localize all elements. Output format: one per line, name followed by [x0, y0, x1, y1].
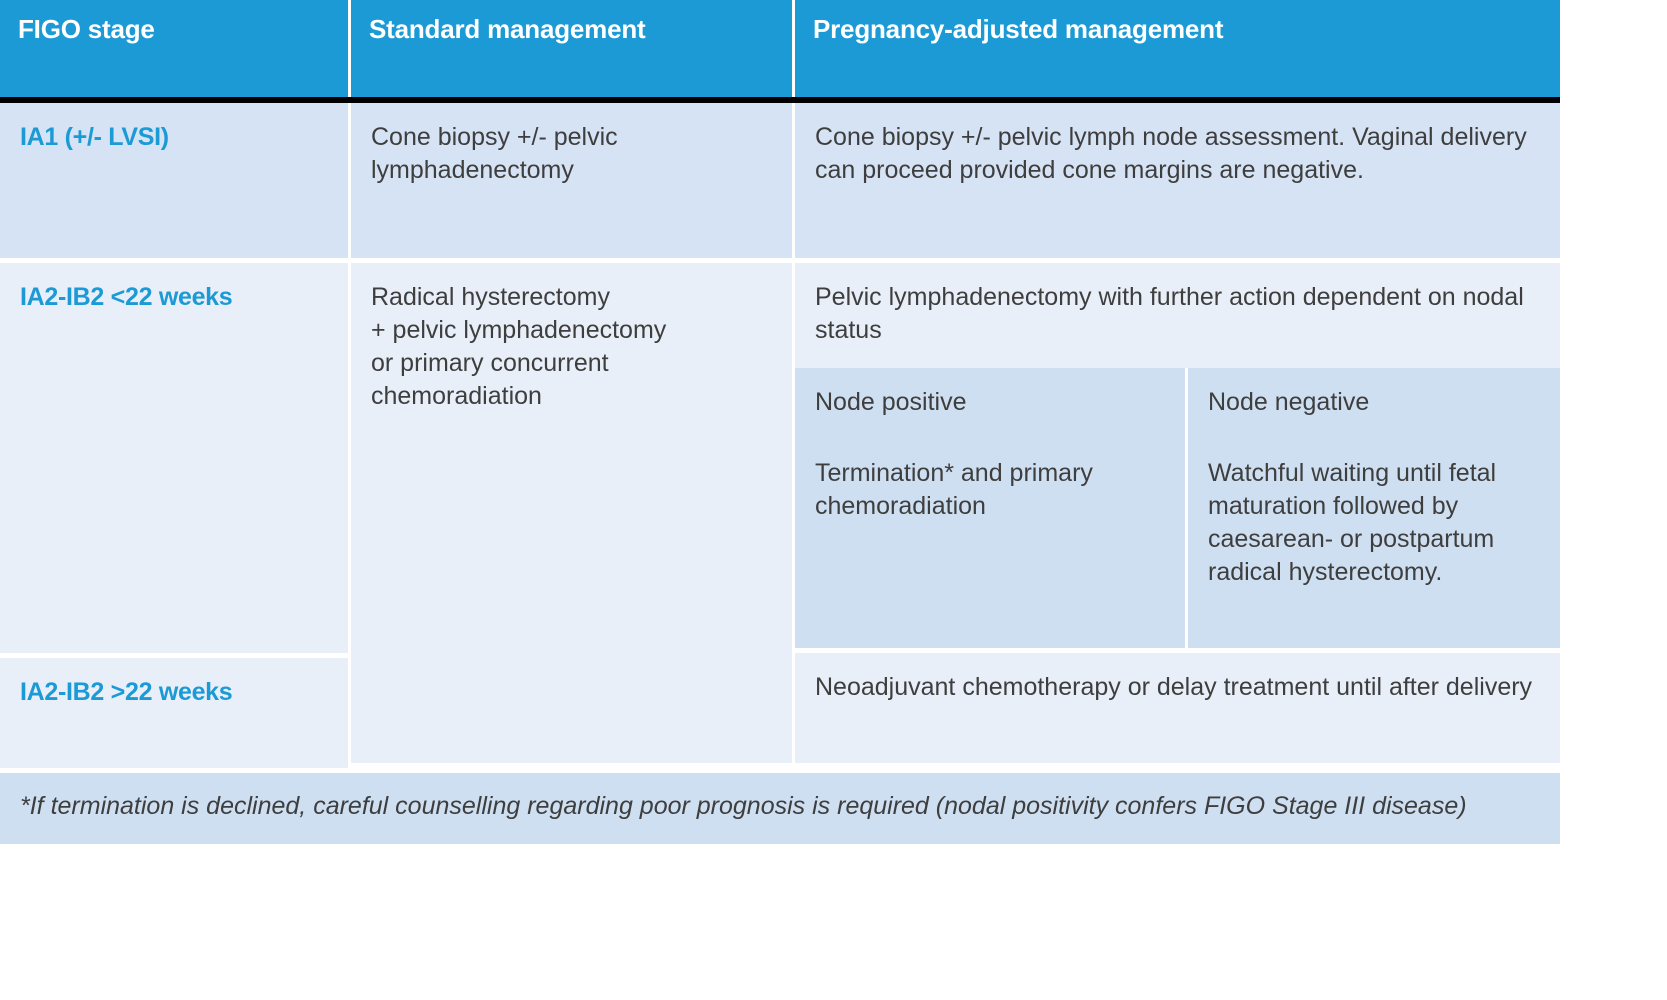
table-footnote: *If termination is declined, careful cou… — [0, 768, 1560, 844]
stage-label-ia2-ib2-under-22: IA2-IB2 <22 weeks — [20, 283, 233, 311]
pregnancy-adjusted-column: Cone biopsy +/- pelvic lymph node assess… — [792, 103, 1560, 768]
row-divider — [0, 258, 348, 263]
column-header-pregnancy-adjusted-management: Pregnancy-adjusted management — [792, 0, 1560, 97]
figo-stage-column: IA1 (+/- LVSI) IA2-IB2 <22 weeks IA2-IB2… — [0, 103, 348, 768]
standard-management-ia1: Cone biopsy +/- pelvic lymphadenectomy — [351, 103, 792, 258]
table-header-row: FIGO stage Standard management Pregnancy… — [0, 0, 1560, 103]
table-row: IA2-IB2 >22 weeks — [0, 658, 348, 768]
pregnancy-management-ia2-ib2-under-22: Pelvic lymphadenectomy with further acti… — [795, 263, 1560, 368]
standard-management-column: Cone biopsy +/- pelvic lymphadenectomy R… — [348, 103, 792, 768]
standard-management-ia2-ib2: Radical hysterectomy + pelvic lymphadene… — [351, 263, 792, 763]
table-row: IA1 (+/- LVSI) — [0, 103, 348, 258]
node-positive-cell: Node positive Termination* and primary c… — [795, 368, 1185, 648]
node-negative-cell: Node negative Watchful waiting until fet… — [1185, 368, 1560, 648]
node-positive-text: Termination* and primary chemoradiation — [815, 459, 1093, 520]
node-negative-title: Node negative — [1208, 388, 1370, 416]
nodal-status-subtable: Node positive Termination* and primary c… — [795, 368, 1560, 648]
management-table: FIGO stage Standard management Pregnancy… — [0, 0, 1560, 844]
table-body: IA1 (+/- LVSI) IA2-IB2 <22 weeks IA2-IB2… — [0, 103, 1560, 768]
column-header-standard-management: Standard management — [348, 0, 792, 97]
pregnancy-management-ia1: Cone biopsy +/- pelvic lymph node assess… — [795, 103, 1560, 258]
row-divider — [795, 258, 1560, 263]
stage-label-ia2-ib2-over-22: IA2-IB2 >22 weeks — [20, 678, 233, 706]
stage-label-ia1: IA1 (+/- LVSI) — [20, 123, 169, 151]
column-header-figo-stage: FIGO stage — [18, 14, 155, 44]
node-negative-text: Watchful waiting until fetal maturation … — [1208, 459, 1497, 586]
row-divider — [0, 653, 348, 658]
node-positive-title: Node positive — [815, 388, 967, 416]
row-divider — [351, 258, 792, 263]
table-row: IA2-IB2 <22 weeks — [0, 263, 348, 653]
pregnancy-management-ia2-ib2-over-22: Neoadjuvant chemotherapy or delay treatm… — [795, 653, 1560, 763]
row-divider — [795, 648, 1560, 653]
